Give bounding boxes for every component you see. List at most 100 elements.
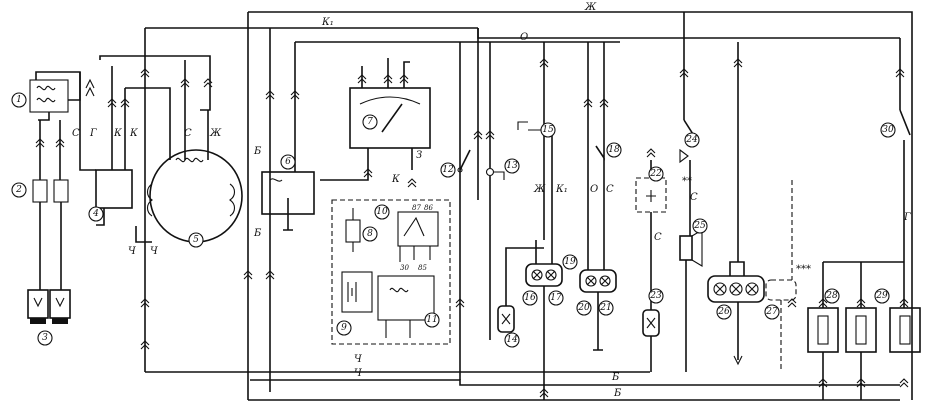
component-25-horn xyxy=(679,229,703,372)
wire-label-c1: С xyxy=(72,128,80,139)
connector-chevron xyxy=(55,138,65,148)
component-8-fuse xyxy=(345,208,361,252)
svg-text:6: 6 xyxy=(285,157,291,167)
marker-27: *** xyxy=(796,264,811,275)
connector-chevron xyxy=(265,270,275,280)
component-10-relay xyxy=(397,211,439,262)
component-number-23: 23 xyxy=(648,288,664,304)
connector-chevron xyxy=(265,90,275,100)
component-number-16: 16 xyxy=(522,290,538,306)
connector-chevron xyxy=(485,130,495,140)
wire-label-b-bottom2: Б xyxy=(613,388,622,399)
wire-label-ch2: Ч xyxy=(150,246,158,257)
component-number-17: 17 xyxy=(548,290,564,306)
component-number-20: 20 xyxy=(576,300,592,316)
connector-chevron xyxy=(856,378,866,388)
component-15-switch xyxy=(517,42,553,240)
svg-text:23: 23 xyxy=(649,291,662,301)
wire-label-c22: С xyxy=(654,232,662,243)
wire-label-g1: Г xyxy=(89,128,97,139)
connector-chevron xyxy=(583,98,593,108)
component-number-5: 5 xyxy=(188,232,204,248)
connector-chevron xyxy=(899,298,909,308)
connector-chevron xyxy=(733,58,743,68)
connector-chevron xyxy=(818,378,828,388)
wire-label-ch1: Ч xyxy=(128,246,136,257)
component-number-6: 6 xyxy=(280,154,296,170)
wire-label-ch3: Ч xyxy=(354,354,362,365)
connector-chevron xyxy=(140,340,150,350)
component-2-resistors xyxy=(32,179,69,290)
connector-chevron xyxy=(599,98,609,108)
svg-text:12: 12 xyxy=(442,165,454,175)
svg-text:28: 28 xyxy=(825,291,838,301)
component-28-heater xyxy=(807,262,839,400)
svg-text:10: 10 xyxy=(376,207,388,217)
connector-chevron xyxy=(539,58,549,68)
wire-label-ch4: Ч xyxy=(354,368,362,379)
connector-chevron xyxy=(35,138,45,148)
connector-chevron xyxy=(107,98,117,108)
connector-chevron xyxy=(140,68,150,78)
component-number-2: 2 xyxy=(11,182,27,198)
wire-label-c2: С xyxy=(184,128,192,139)
component-number-18: 18 xyxy=(606,142,622,158)
connector-chevron xyxy=(120,98,130,108)
svg-text:19: 19 xyxy=(564,257,576,267)
connector-chevron xyxy=(818,298,828,308)
svg-text:18: 18 xyxy=(608,145,620,155)
svg-text:7: 7 xyxy=(367,117,373,127)
connector-chevron xyxy=(539,388,549,398)
component-number-1: 1 xyxy=(11,92,27,108)
component-18-switch xyxy=(587,42,605,270)
wire-label-b1: Б xyxy=(253,146,262,157)
connector-chevron xyxy=(180,78,190,88)
component-number-28: 28 xyxy=(824,288,840,304)
svg-text:26: 26 xyxy=(717,307,730,317)
component-23-lamp xyxy=(642,309,660,372)
svg-text:17: 17 xyxy=(550,293,562,303)
component-number-30: 30 xyxy=(880,122,896,138)
component-14-lamp xyxy=(497,247,544,333)
component-29-heater xyxy=(845,262,877,400)
connector-chevron xyxy=(203,78,213,88)
svg-text:8: 8 xyxy=(367,229,373,239)
wire-label-g30: Г xyxy=(903,212,911,223)
component-number-15: 15 xyxy=(540,122,556,138)
component-6-voltage-regulator xyxy=(261,42,315,231)
component-number-26: 26 xyxy=(716,304,732,320)
component-4-distributor xyxy=(79,66,133,226)
wire-label-k2: К xyxy=(129,128,138,139)
svg-text:13: 13 xyxy=(506,161,518,171)
connector-chevron xyxy=(856,298,866,308)
svg-text:2: 2 xyxy=(15,185,22,195)
component-9-battery xyxy=(341,271,373,313)
svg-text:27: 27 xyxy=(765,307,778,317)
component-5-generator xyxy=(99,55,243,243)
wire-label-c24: С xyxy=(690,192,698,203)
component-number-11: 11 xyxy=(424,312,440,328)
wire-labels: Ж К₁ О С Г К К С Ж Б Б Ч Ч З К Ч Ч Ж К₁ … xyxy=(72,2,911,399)
wire-label-b2: Б xyxy=(253,228,262,239)
component-number-8: 8 xyxy=(362,226,378,242)
component-number-21: 21 xyxy=(598,300,614,316)
wire-label-top-k: К₁ xyxy=(321,17,334,28)
wire-label-o19: О xyxy=(590,184,598,195)
component-number-29: 29 xyxy=(874,288,890,304)
component-number-9: 9 xyxy=(336,320,352,336)
relay-pin-30: 30 xyxy=(400,264,409,272)
component-number-3: 3 xyxy=(37,330,53,346)
svg-text:5: 5 xyxy=(193,235,199,245)
component-number-19: 19 xyxy=(562,254,578,270)
svg-text:14: 14 xyxy=(506,335,518,345)
component-1-ignition-coil xyxy=(29,71,95,180)
svg-text:22: 22 xyxy=(649,169,662,179)
connector-chevron xyxy=(407,178,417,188)
connector-chevron xyxy=(243,270,253,280)
component-number-27: 27 xyxy=(764,304,780,320)
component-number-14: 14 xyxy=(504,332,520,348)
component-16-17-lamp-pair xyxy=(525,240,563,400)
component-13-switch xyxy=(485,42,505,340)
component-number-12: 12 xyxy=(440,162,456,178)
